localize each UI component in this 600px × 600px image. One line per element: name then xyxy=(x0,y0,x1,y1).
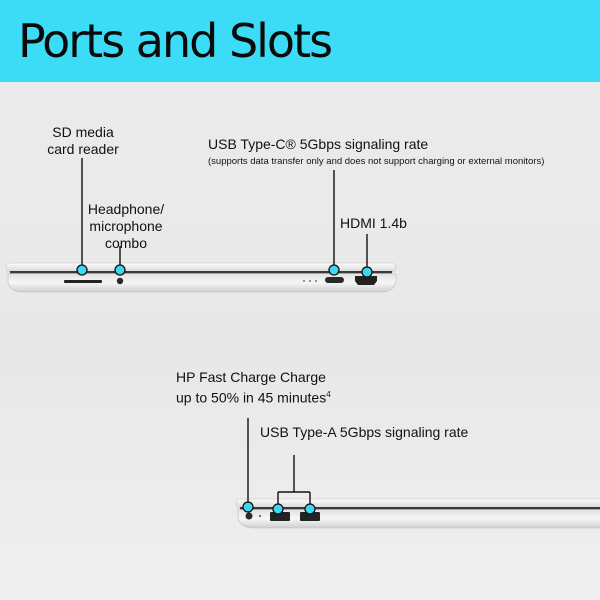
hdmi-label: HDMI 1.4b xyxy=(340,215,407,231)
headphone-jack xyxy=(116,277,124,285)
sd-reader-label-line2: card reader xyxy=(47,141,119,157)
page-title: Ports and Slots xyxy=(18,14,333,68)
usb-a-port-1 xyxy=(270,512,290,521)
hdmi-port xyxy=(355,276,377,285)
header-banner: Ports and Slots xyxy=(0,0,600,82)
fast-charge-label-line2-text: up to 50% in 45 minutes xyxy=(176,389,327,406)
usb-a-label: USB Type-A 5Gbps signaling rate xyxy=(260,424,469,440)
usb-c-label: USB Type-C® 5Gbps signaling rate xyxy=(208,136,429,152)
usb-c-note: (supports data transfer only and does no… xyxy=(208,156,545,167)
headphone-label-line2: microphone xyxy=(89,218,163,234)
fast-charge-label-line2: up to 50% in 45 minutes4 xyxy=(176,386,346,407)
hdmi-marker xyxy=(361,266,373,278)
headphone-label-line1: Headphone/ xyxy=(87,201,165,217)
headphone-label: Headphone/ microphone combo xyxy=(80,201,172,252)
headphone-label-line3: combo xyxy=(104,235,148,251)
power-jack xyxy=(245,512,253,520)
usb-c-port xyxy=(325,277,344,283)
sd-card-slot xyxy=(64,280,102,283)
usb-a-marker-1 xyxy=(272,503,284,515)
usb-a-port-2 xyxy=(300,512,320,521)
headphone-marker xyxy=(114,264,126,276)
sd-reader-label-line1: SD media xyxy=(52,124,114,140)
fast-charge-label: HP Fast Charge Charge up to 50% in 45 mi… xyxy=(176,369,346,407)
sd-reader-label: SD media card reader xyxy=(38,124,128,158)
fast-charge-marker xyxy=(242,501,254,513)
fast-charge-label-line1: HP Fast Charge Charge xyxy=(176,369,326,385)
laptop-side-view-top xyxy=(5,262,397,293)
sd-reader-marker xyxy=(76,264,88,276)
fast-charge-footnote: 4 xyxy=(326,390,331,399)
usb-c-marker xyxy=(328,264,340,276)
usb-a-marker-2 xyxy=(304,503,316,515)
laptop-side-view-bottom xyxy=(235,498,600,529)
